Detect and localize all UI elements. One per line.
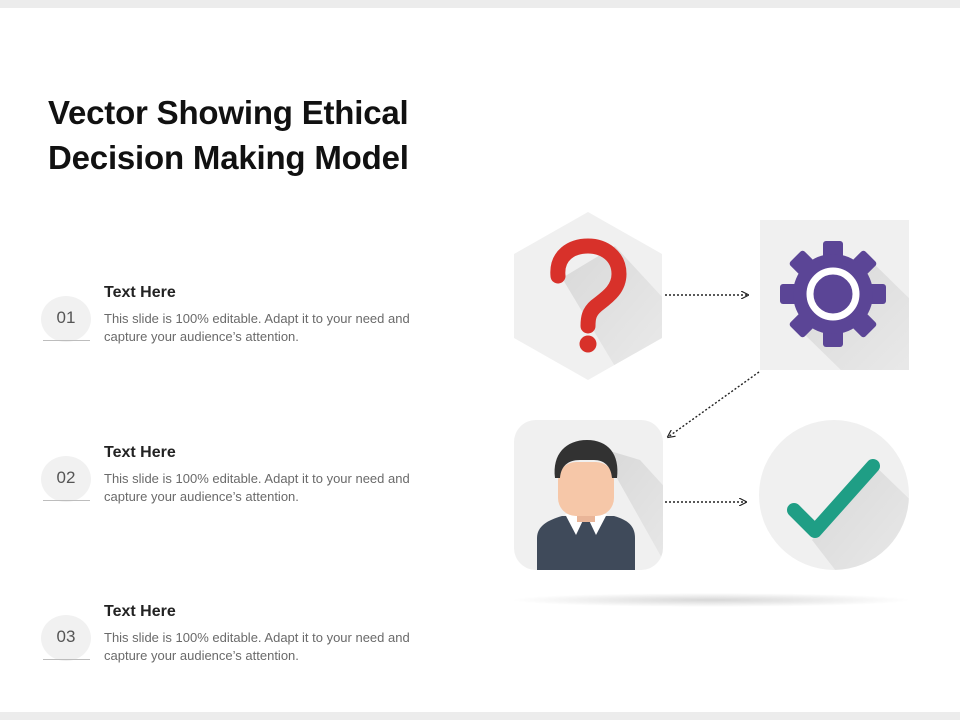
question-long-shadow bbox=[562, 246, 662, 380]
step-description: This slide is 100% editable. Adapt it to… bbox=[104, 630, 410, 663]
step-number-underline bbox=[43, 500, 90, 501]
step-number-circle bbox=[41, 296, 91, 342]
step-description: This slide is 100% editable. Adapt it to… bbox=[104, 471, 410, 504]
step-heading: Text Here bbox=[104, 603, 176, 620]
step-number-underline bbox=[43, 340, 90, 341]
step-heading: Text Here bbox=[104, 444, 176, 461]
step-heading: Text Here bbox=[104, 284, 176, 301]
checkmark-icon bbox=[787, 459, 880, 538]
question-node bbox=[514, 212, 662, 380]
step-item-02: 02 Text Here This slide is 100% editable… bbox=[0, 434, 480, 524]
step-number-circle bbox=[41, 615, 91, 661]
slide: Vector Showing Ethical Decision Making M… bbox=[0, 8, 960, 712]
gear-icon bbox=[780, 241, 886, 347]
gear-node bbox=[760, 220, 909, 370]
arrow-gear-to-person bbox=[668, 371, 760, 437]
step-number: 03 bbox=[56, 627, 76, 646]
step-item-03: 03 Text Here This slide is 100% editable… bbox=[0, 593, 480, 683]
checkmark-node bbox=[759, 420, 909, 570]
floor-shadow bbox=[511, 593, 911, 607]
step-number: 02 bbox=[56, 468, 76, 487]
decision-flow-diagram bbox=[511, 212, 911, 607]
step-description: This slide is 100% editable. Adapt it to… bbox=[104, 311, 410, 344]
person-node bbox=[514, 420, 663, 570]
question-mark-icon bbox=[550, 238, 627, 353]
step-number: 01 bbox=[56, 308, 76, 327]
step-item-01: 01 Text Here This slide is 100% editable… bbox=[0, 274, 480, 364]
slide-title: Vector Showing Ethical Decision Making M… bbox=[48, 94, 409, 176]
step-number-circle bbox=[41, 456, 91, 502]
person-long-shadow bbox=[600, 448, 663, 570]
step-number-underline bbox=[43, 659, 90, 660]
person-icon bbox=[537, 440, 635, 570]
